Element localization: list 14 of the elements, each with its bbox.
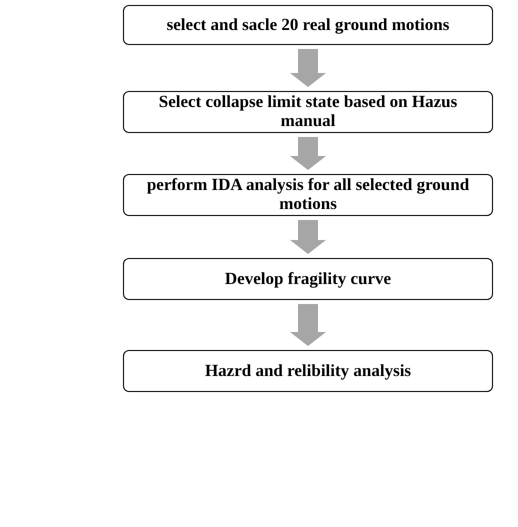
box-label: Develop fragility curve <box>224 270 392 288</box>
box-label: select and sacle 20 real ground motions <box>166 16 450 34</box>
box-label: Hazrd and relibility analysis <box>204 362 412 380</box>
process-box <box>123 174 493 216</box>
block-arrow <box>290 220 326 254</box>
box-label: perform IDA analysis for all selected ground motions <box>146 176 470 214</box>
process-box <box>123 258 493 300</box>
block-arrow <box>290 304 326 346</box>
block-arrow <box>290 137 326 170</box>
process-box <box>123 5 493 45</box>
process-box <box>123 91 493 133</box>
block-arrow <box>290 49 326 87</box>
box-label: Select collapse limit state based on Hazus manual <box>158 93 458 131</box>
process-box <box>123 350 493 392</box>
